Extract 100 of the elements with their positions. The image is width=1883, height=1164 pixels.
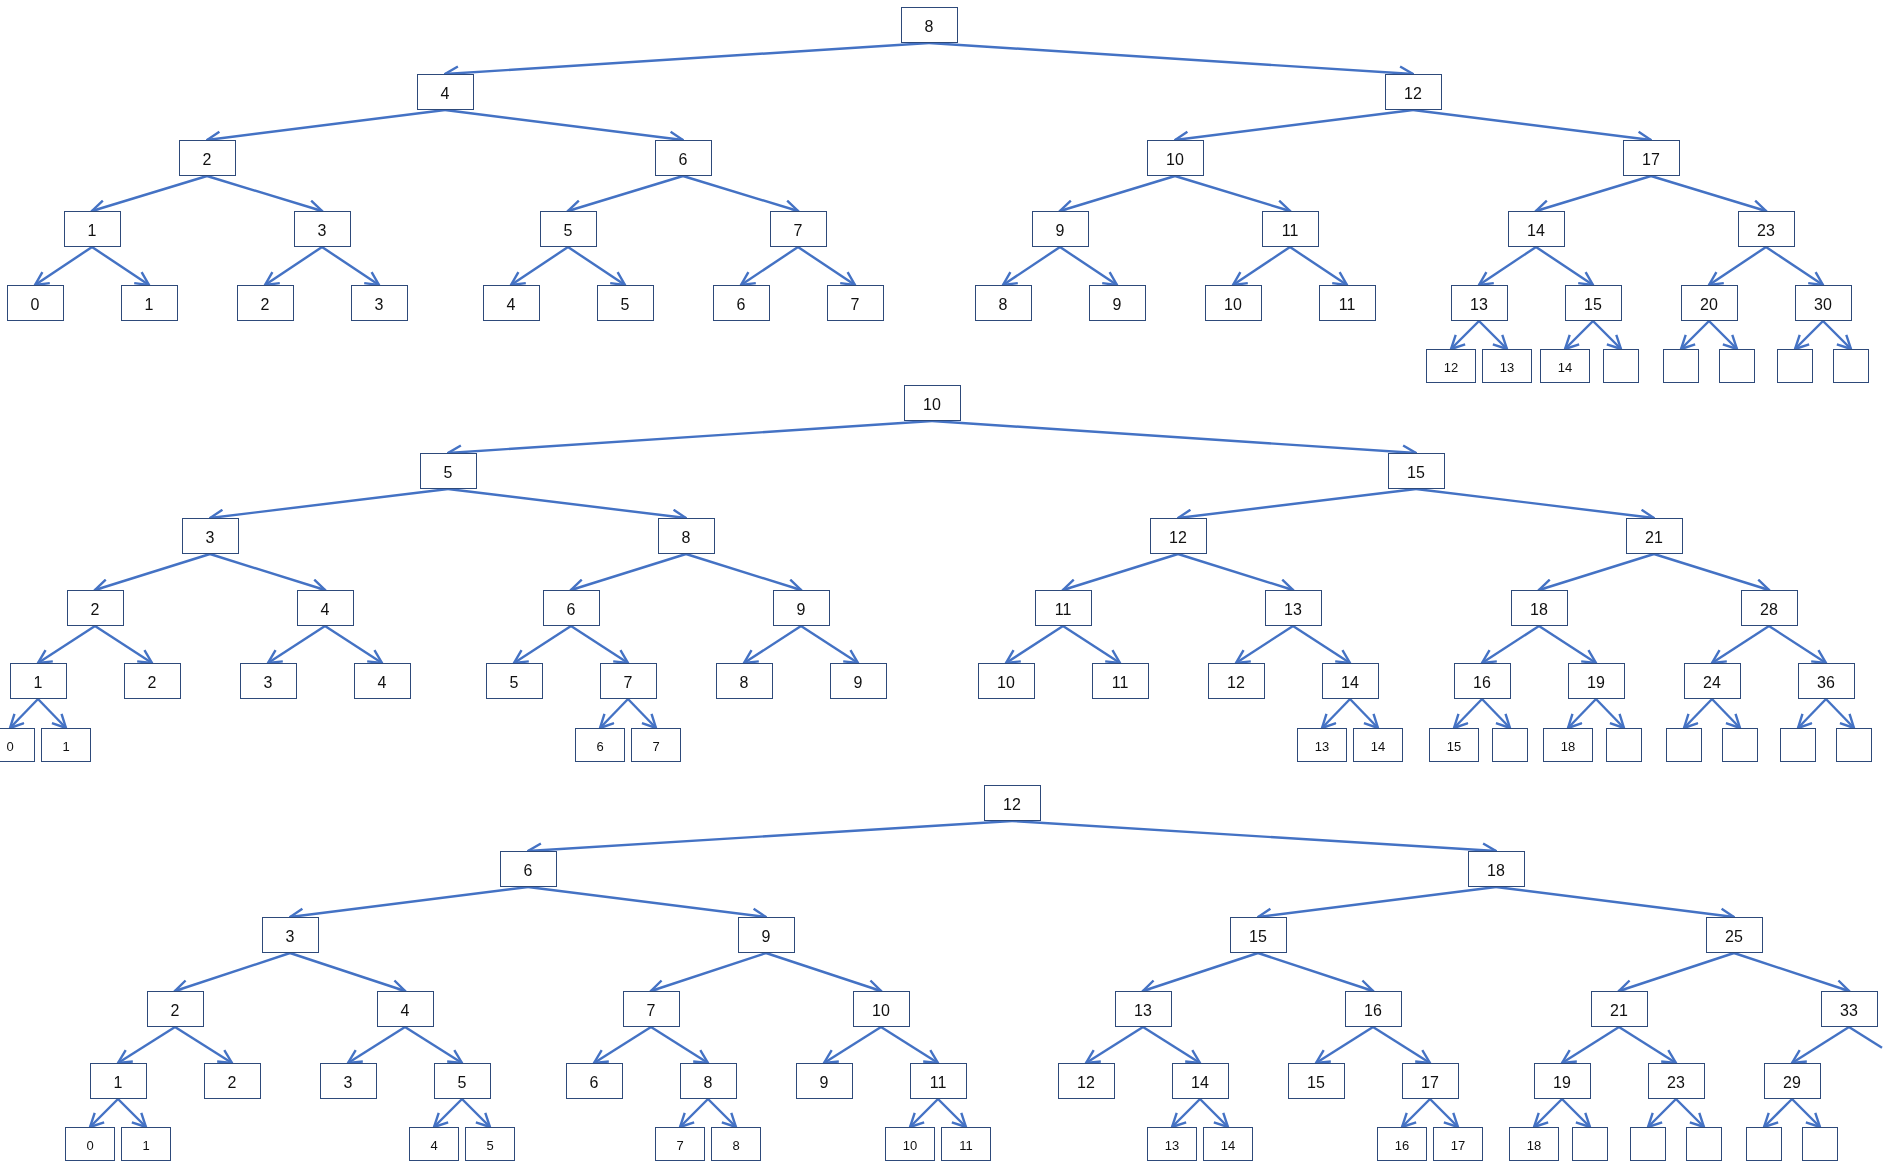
arrow <box>432 1098 463 1129</box>
tree-node: 5 <box>485 663 543 699</box>
arrow <box>1004 625 1064 665</box>
arrow <box>1199 1098 1230 1129</box>
tree-node: 15 <box>1429 728 1479 762</box>
arrow <box>1538 625 1598 665</box>
tree-node: 18 <box>1467 851 1525 887</box>
arrow <box>1711 698 1742 730</box>
arrow <box>404 1026 464 1065</box>
tree-node: 1 <box>63 211 121 247</box>
empty-tree-node <box>1686 1127 1722 1161</box>
tree-node: 9 <box>1088 285 1146 321</box>
tree-node: 23 <box>1647 1063 1705 1099</box>
tree-node: 25 <box>1705 917 1763 953</box>
tree-node: 11 <box>1091 663 1149 699</box>
tree-node: 2 <box>66 590 124 626</box>
arrow <box>1234 625 1294 665</box>
tree-node: 15 <box>1229 917 1287 953</box>
tree-node: 17 <box>1622 140 1680 176</box>
arrow <box>1452 698 1483 730</box>
arrow <box>1289 246 1349 287</box>
tree-node: 5 <box>539 211 597 247</box>
arrow <box>1170 1098 1201 1129</box>
empty-tree-node <box>1663 349 1699 383</box>
arrow <box>627 698 658 730</box>
arrow <box>324 625 384 665</box>
arrow <box>1825 698 1856 730</box>
tree-node: 8 <box>715 663 773 699</box>
tree-node: 8 <box>679 1063 737 1099</box>
arrow <box>266 625 326 665</box>
empty-tree-node <box>1746 1127 1782 1161</box>
tree-node: 15 <box>1564 285 1622 321</box>
arrow <box>1768 625 1828 665</box>
arrow <box>37 698 68 730</box>
arrow <box>1793 320 1824 351</box>
tree-node: 11 <box>1261 211 1319 247</box>
tree-node: 12 <box>1149 518 1207 554</box>
arrow <box>592 1026 652 1065</box>
tree-node: 9 <box>772 590 830 626</box>
tree-node: 2 <box>123 663 181 699</box>
arrow <box>1062 625 1122 665</box>
arrow <box>1532 1098 1563 1129</box>
arrow <box>567 246 627 287</box>
arrow <box>1001 246 1061 287</box>
tree-node: 12 <box>1426 349 1476 383</box>
tree-node: 10 <box>852 991 910 1027</box>
empty-tree-node <box>1780 728 1816 762</box>
tree-node: 5 <box>419 453 477 489</box>
arrow <box>1765 246 1825 287</box>
arrow <box>512 625 572 665</box>
tree-node: 29 <box>1763 1063 1821 1099</box>
tree-node: 10 <box>977 663 1035 699</box>
arrow <box>1349 698 1380 730</box>
arrow <box>880 1026 940 1065</box>
tree-node: 4 <box>296 590 354 626</box>
arrow <box>1646 1098 1677 1129</box>
tree-node: 13 <box>1147 1127 1197 1161</box>
empty-tree-node <box>1836 728 1872 762</box>
arrow <box>1481 698 1512 730</box>
empty-tree-node <box>1833 349 1869 383</box>
tree-node: 3 <box>181 518 239 554</box>
tree-node: 4 <box>409 1127 459 1161</box>
tree-node: 9 <box>737 917 795 953</box>
arrow <box>1292 625 1352 665</box>
arrow <box>1595 698 1626 730</box>
tree-node: 16 <box>1377 1127 1427 1161</box>
tree-node: 11 <box>909 1063 967 1099</box>
arrow <box>1566 698 1597 730</box>
tree-node: 2 <box>236 285 294 321</box>
arrow <box>94 625 154 665</box>
empty-tree-node <box>1666 728 1702 762</box>
tree-node: 23 <box>1737 211 1795 247</box>
tree-node: 14 <box>1321 663 1379 699</box>
tree-node: 8 <box>657 518 715 554</box>
arrow <box>346 1026 406 1065</box>
arrow <box>742 625 802 665</box>
arrow <box>1675 1098 1706 1129</box>
arrow <box>1796 698 1827 730</box>
tree-node: 15 <box>1287 1063 1345 1099</box>
arrow <box>739 246 799 287</box>
tree-node: 28 <box>1740 590 1798 626</box>
arrow <box>1822 320 1853 351</box>
arrow <box>88 1098 119 1129</box>
arrow <box>117 1098 148 1129</box>
tree-node: 24 <box>1683 663 1741 699</box>
tree-node: 18 <box>1543 728 1593 762</box>
tree-node: 0 <box>6 285 64 321</box>
empty-tree-node <box>1492 728 1528 762</box>
tree-node: 3 <box>319 1063 377 1099</box>
arrow <box>1320 698 1351 730</box>
tree-node: 10 <box>885 1127 935 1161</box>
tree-node: 13 <box>1114 991 1172 1027</box>
arrow <box>1142 1026 1202 1065</box>
arrow <box>1762 1098 1793 1129</box>
arrow <box>1560 1026 1620 1065</box>
empty-tree-node <box>1802 1127 1838 1161</box>
empty-tree-node <box>1777 349 1813 383</box>
tree-node: 11 <box>941 1127 991 1161</box>
tree-node: 6 <box>499 851 557 887</box>
tree-node: 36 <box>1797 663 1855 699</box>
